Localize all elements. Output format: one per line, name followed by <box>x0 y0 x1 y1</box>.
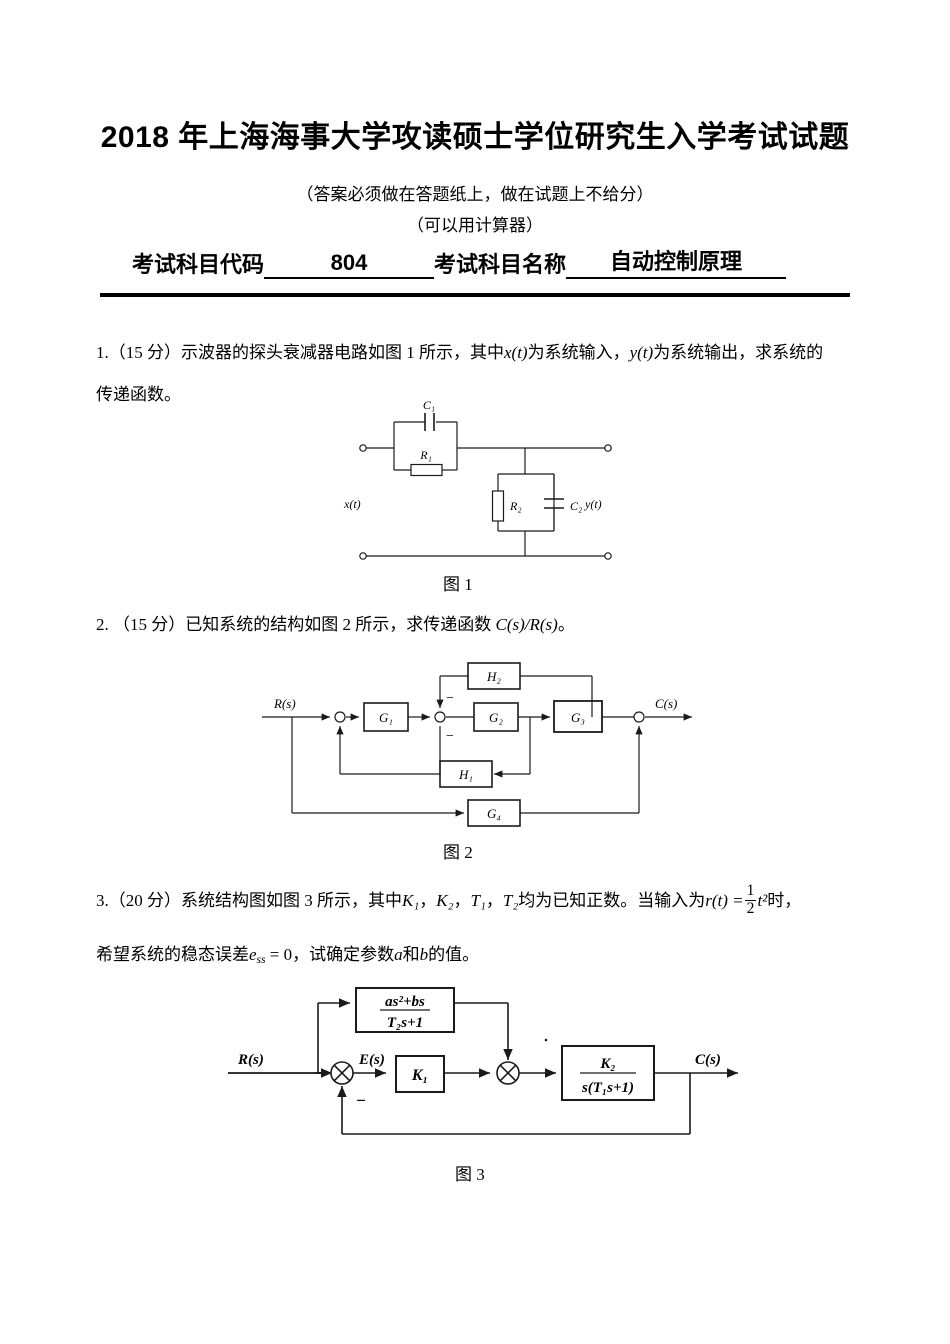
component-label-c1: C₁ <box>423 398 435 412</box>
q3-symbol-k1: K₁ <box>402 891 420 910</box>
q1-text-c: 为系统输出，求系统的 <box>653 343 824 362</box>
q3-symbol-t2: T₂ <box>502 891 519 910</box>
block-label-g4: G₄ <box>487 806 501 821</box>
feedforward-numerator: as²+bs <box>385 994 425 1010</box>
q2-text-a: 已知系统的结构如图 2 所示，求传递函数 <box>185 615 492 634</box>
summing-sign-bottom: − <box>446 729 454 744</box>
subject-code-value: 804 <box>264 250 435 279</box>
calculator-note: （可以用计算器） <box>407 216 543 235</box>
plant-numerator: K₂ <box>599 1056 615 1072</box>
q3-eq-zero: = 0 <box>269 945 293 964</box>
q3-param-b: b <box>419 945 429 964</box>
q1-symbol-x: x(t) <box>504 343 528 362</box>
q1-text-b: 为系统输入， <box>527 343 630 362</box>
q3-symbol-t1: T₁ <box>470 891 486 910</box>
q3-symbol-e-subscript: ss <box>256 953 266 967</box>
subject-code-label: 考试科目代码 <box>132 252 265 277</box>
figure-1-circuit: C₁ R₁ R₂ C₂ x(t) y(t) <box>330 398 650 568</box>
q3-t-squared: t² <box>757 891 768 910</box>
subject-name-value: 自动控制原理 <box>566 244 787 279</box>
q3-text-a: 系统结构图如图 3 所示，其中 <box>181 891 402 910</box>
block-label-h2: H₂ <box>486 669 501 684</box>
question-3-line-2: 希望系统的稳态误差ess = 0，试确定参数a和b的值。 <box>96 934 479 981</box>
block-label-g3: G₃ <box>571 710 585 725</box>
question-3-line-1: 3.（20 分）系统结构图如图 3 所示，其中K₁，K₂，T₁，T₂均为已知正数… <box>96 882 802 918</box>
q3-param-a: a <box>394 945 403 964</box>
component-label-r2: R₂ <box>509 499 522 513</box>
q3-text-b: 均为已知正数。当输入为 <box>518 891 706 910</box>
input-label-xt: x(t) <box>343 497 361 511</box>
q3-input-rt: r(t) = <box>705 891 744 910</box>
block-label-g2: G₂ <box>489 710 503 725</box>
block-label-g1: G₁ <box>379 710 393 725</box>
q3-symbol-e: e <box>249 945 257 964</box>
fraction-denominator: 2 <box>744 900 757 918</box>
output-label-cs: C(s) <box>655 696 677 711</box>
q2-number: 2. <box>96 615 109 634</box>
q1-symbol-y: y(t) <box>629 343 654 362</box>
q1-points: （15 分） <box>108 343 181 362</box>
input-label-rs: R(s) <box>237 1052 264 1068</box>
q3-number: 3. <box>96 891 109 910</box>
q3-and: 和 <box>402 945 420 964</box>
q3-line2-c: 的值。 <box>428 945 480 964</box>
q3-line2-b: ，试确定参数 <box>292 945 395 964</box>
output-label-yt: y(t) <box>584 497 602 511</box>
q1-number: 1. <box>96 343 109 362</box>
header-divider <box>100 293 850 297</box>
component-label-c2: C₂ <box>570 499 582 513</box>
q3-symbol-k2: K₂ <box>436 891 454 910</box>
component-label-r1: R₁ <box>419 448 432 462</box>
question-1-line-2: 传递函数。 <box>96 385 181 404</box>
q3-text-c: 时， <box>767 891 802 910</box>
q1-text-a: 示波器的探头衰减器电路如图 1 所示，其中 <box>181 343 504 362</box>
q2-transfer-function: C(s)/R(s) <box>495 615 558 634</box>
feedback-sign: − <box>356 1091 366 1110</box>
q3-points: （20 分） <box>108 891 181 910</box>
error-label-es: E(s) <box>358 1052 385 1068</box>
q3-line2-a: 希望系统的稳态误差 <box>96 945 249 964</box>
subject-name-label: 考试科目名称 <box>434 252 567 277</box>
figure-2-caption: 图 2 <box>443 843 473 862</box>
feedforward-denominator: T₂s+1 <box>387 1015 423 1031</box>
answer-sheet-note: （答案必须做在答题纸上，做在试题上不给分） <box>296 185 654 204</box>
input-label-rs: R(s) <box>273 696 296 711</box>
fraction-numerator: 1 <box>746 882 755 900</box>
figure-3-block-diagram: R(s) E(s) C(s) K₁ as²+bs T₂s+1 K₂ s(T₁s+… <box>228 987 758 1156</box>
question-1-line-1: 1.（15 分）示波器的探头衰减器电路如图 1 所示，其中x(t)为系统输入，y… <box>96 332 823 374</box>
question-2-line-1: 2. （15 分）已知系统的结构如图 2 所示，求传递函数 C(s)/R(s)。 <box>96 604 575 646</box>
figure-3-caption: 图 3 <box>455 1165 485 1184</box>
output-label-cs: C(s) <box>695 1052 721 1068</box>
figure-2-block-diagram: R(s) C(s) G₁ G₂ G₃ G₄ H₁ H₂ − − <box>262 660 702 832</box>
block-label-k1: K₁ <box>411 1067 428 1084</box>
page-title: 2018 年上海海事大学攻读硕士学位研究生入学考试试题 <box>100 121 850 154</box>
q2-points: （15 分） <box>113 615 186 634</box>
summing-sign-top: − <box>446 691 454 706</box>
q2-text-b: 。 <box>557 615 575 634</box>
figure-1-caption: 图 1 <box>443 575 473 594</box>
plant-denominator: s(T₁s+1) <box>581 1080 634 1096</box>
block-label-h1: H₁ <box>458 767 473 782</box>
